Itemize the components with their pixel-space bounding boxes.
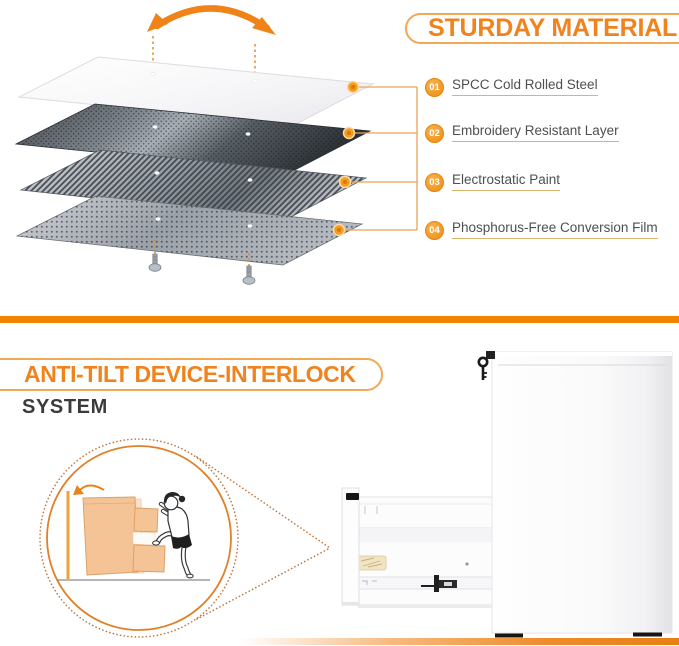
antitilt-subtitle: SYSTEM <box>22 396 108 418</box>
cabinet-photo <box>240 351 679 645</box>
callout-number-badge: 02 <box>425 123 444 143</box>
drawer-handle <box>346 493 359 500</box>
layer-anchor-dots <box>332 80 360 237</box>
assembly-dashed-lines-bottom <box>154 240 250 266</box>
callout-electrostatic-paint: 03 Electrostatic Paint <box>425 171 561 193</box>
material-title: STURDAY MATERIAL <box>428 14 678 42</box>
child-figure <box>152 492 194 579</box>
key-icon <box>477 351 495 380</box>
tilted-cabinet-body <box>82 496 139 576</box>
cabinet-foot <box>495 633 523 638</box>
tilt-arrow-icon <box>73 484 105 495</box>
callout-number-badge: 04 <box>425 220 444 240</box>
rotate-arrow-icon <box>147 5 276 35</box>
callout-label: Phosphorus-Free Conversion Film <box>452 220 658 239</box>
antitilt-illustration <box>39 351 679 645</box>
screw-icon <box>148 253 162 272</box>
drawer-front-panel <box>341 487 360 606</box>
section-divider-bar <box>0 316 679 323</box>
screw-icon <box>242 265 256 285</box>
magnifier-dotted-circle-icon <box>39 438 331 638</box>
antitilt-title-pill: ANTI-TILT DEVICE-INTERLOCK <box>0 358 383 391</box>
callout-number-badge: 01 <box>425 77 444 97</box>
callout-embroidery-layer: 02 Embroidery Resistant Layer <box>425 122 619 144</box>
layer-4-sheet <box>15 195 364 266</box>
antitilt-title: ANTI-TILT DEVICE-INTERLOCK <box>24 361 356 387</box>
floor-strip <box>240 638 679 645</box>
callout-spcc-steel: 01 SPCC Cold Rolled Steel <box>425 76 598 98</box>
material-title-pill: STURDAY MATERIAL <box>405 13 679 44</box>
callout-connector-lines <box>339 86 418 231</box>
callout-label: Embroidery Resistant Layer <box>452 123 619 142</box>
cabinet-body <box>491 351 673 634</box>
anti-tilt-latch <box>421 575 457 592</box>
callout-label: Electrostatic Paint <box>452 172 561 191</box>
drawer-cavity <box>132 531 156 546</box>
antitilt-section: ANTI-TILT DEVICE-INTERLOCK SYSTEM <box>0 323 679 646</box>
material-section: STURDAY MATERIAL 01 SPCC Cold Rolled Ste… <box>0 0 679 316</box>
child-climbing-cabinet-illustration <box>57 484 210 581</box>
callout-conversion-film: 04 Phosphorus-Free Conversion Film <box>425 219 658 241</box>
callout-number-badge: 03 <box>425 172 444 192</box>
open-drawer-side-view <box>341 487 495 608</box>
callout-label: SPCC Cold Rolled Steel <box>452 77 598 96</box>
cabinet-foot <box>633 632 662 637</box>
open-drawer-lower <box>132 544 166 573</box>
exploded-layers-illustration <box>14 5 418 285</box>
open-drawer-upper <box>133 507 159 533</box>
drawer-slide-rail <box>357 576 495 590</box>
